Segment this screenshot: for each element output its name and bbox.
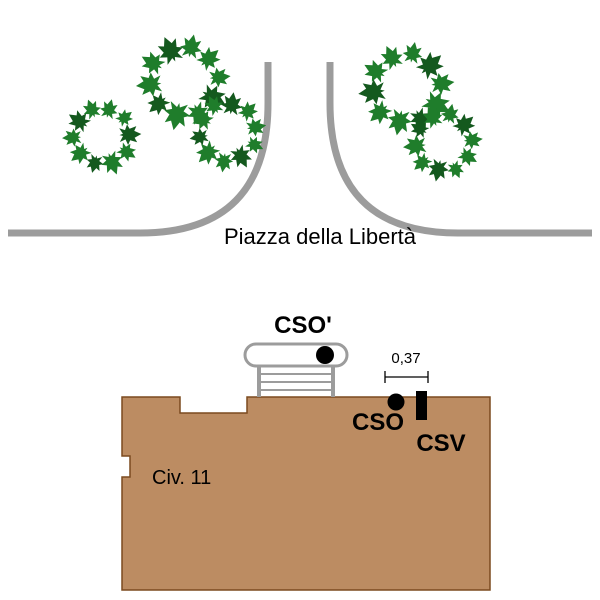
civic-number-label: Civ. 11: [152, 467, 212, 489]
csv-label: CSV: [416, 430, 466, 457]
dimension-line: [384, 371, 429, 383]
tree-cluster: [341, 25, 471, 153]
cso-point: [387, 393, 405, 411]
piazza-label: Piazza della Libertà: [223, 224, 417, 249]
curb-right: [326, 62, 592, 237]
cso-prime-label: CSO': [274, 312, 332, 339]
cso-prime-point: [316, 346, 334, 364]
cso-label: CSO: [351, 409, 405, 436]
tree-cluster: [52, 89, 151, 185]
tree-cluster: [115, 13, 252, 150]
entrance-steps: [257, 366, 335, 397]
tree-clusters: [52, 13, 497, 197]
curb-left: [8, 62, 272, 237]
building: [121, 396, 491, 591]
dimension-label: 0,37: [391, 350, 421, 367]
csv-point: [416, 391, 427, 420]
